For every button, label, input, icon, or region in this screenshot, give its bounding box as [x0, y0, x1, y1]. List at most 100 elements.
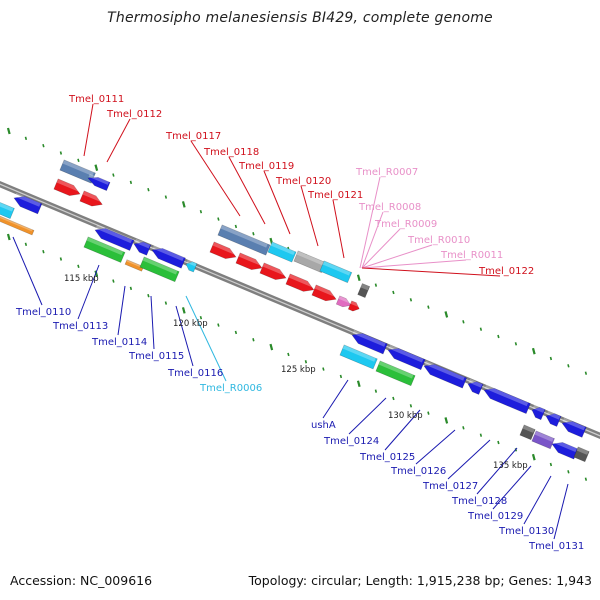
feature-tmel-0114	[133, 238, 152, 256]
tick-inner	[269, 343, 274, 351]
tick-inner	[479, 433, 483, 437]
gene-label-tmel-r0009[interactable]: Tmel_R0009	[374, 219, 437, 230]
scale-label-130: 130 kbp	[388, 411, 423, 421]
gene-label-tmel-r0011[interactable]: Tmel_R0011	[440, 250, 503, 261]
gene-label-tmel-0110[interactable]: Tmel_0110	[15, 307, 71, 318]
gene-label-tmel-0131[interactable]: Tmel_0131	[528, 541, 584, 552]
tick-inner	[462, 426, 465, 430]
tick-inner	[567, 470, 570, 474]
connector-tmel-0115	[150, 295, 155, 350]
tick-outer	[6, 127, 11, 135]
gene-label-tmel-r0007[interactable]: Tmel_R0007	[355, 167, 418, 178]
connector-tmel-0126	[415, 429, 456, 465]
feature-tmel-r0006	[185, 259, 198, 273]
feature-green-2	[139, 256, 180, 283]
connector-tmel-0118	[228, 156, 266, 225]
gene-label-tmel-r0008[interactable]: Tmel_R0008	[358, 202, 421, 213]
tick-outer	[112, 173, 115, 177]
feature-tmel-0129	[545, 410, 562, 427]
tick-inner	[549, 462, 553, 467]
gene-label-usha[interactable]: ushA	[311, 420, 336, 431]
tick-outer	[77, 158, 80, 163]
tick-inner	[112, 279, 115, 283]
feature-usha	[351, 329, 388, 355]
tick-outer	[462, 320, 465, 324]
tick-inner	[6, 233, 11, 241]
gene-label-tmel-0118[interactable]: Tmel_0118	[203, 147, 259, 158]
gene-labels-top: Tmel_0111 Tmel_0112 Tmel_0117 Tmel_0118 …	[68, 94, 534, 277]
gene-label-tmel-0112[interactable]: Tmel_0112	[106, 109, 162, 120]
gene-label-tmel-0119[interactable]: Tmel_0119	[238, 161, 294, 172]
tick-inner	[129, 286, 133, 291]
gene-label-tmel-0115[interactable]: Tmel_0115	[128, 351, 184, 362]
connector-tmel-0122	[361, 267, 501, 277]
gene-label-tmel-0120[interactable]: Tmel_0120	[275, 176, 331, 187]
feature-tmel-0120	[319, 260, 353, 284]
tick-inner	[427, 411, 430, 415]
tick-outer	[531, 347, 536, 355]
gene-label-tmel-r0006[interactable]: Tmel_R0006	[199, 383, 262, 394]
feature-tmel-0130	[561, 417, 587, 438]
feature-tmel-0112-rev	[87, 173, 111, 192]
feature-tmel-0118-fwd	[235, 252, 263, 270]
gene-label-tmel-0127[interactable]: Tmel_0127	[422, 481, 478, 492]
feature-green-3	[375, 360, 416, 387]
map-title: Thermosipho melanesiensis BI429, complet…	[107, 10, 493, 26]
feature-tmel-0115	[151, 244, 186, 269]
tick-outer	[409, 298, 413, 302]
gene-label-tmel-0122[interactable]: Tmel_0122	[478, 266, 534, 277]
gene-label-tmel-0111[interactable]: Tmel_0111	[68, 94, 124, 105]
gene-label-tmel-0126[interactable]: Tmel_0126	[390, 466, 446, 477]
connector-tmel-0111	[83, 103, 94, 157]
gene-label-tmel-0113[interactable]: Tmel_0113	[52, 321, 108, 332]
tick-outer	[549, 356, 553, 361]
gene-label-tmel-0121[interactable]: Tmel_0121	[307, 190, 363, 201]
connector-tmel-0117	[190, 140, 241, 217]
gene-label-tmel-0130[interactable]: Tmel_0130	[498, 526, 554, 537]
tick-outer	[181, 201, 186, 208]
gene-label-tmel-0124[interactable]: Tmel_0124	[323, 436, 379, 447]
connector-tmel-0131	[553, 483, 569, 540]
connector-tmel-r0011	[361, 259, 467, 269]
connector-tmel-0112	[106, 118, 131, 163]
connector-tmel-r0007	[359, 176, 381, 269]
feature-gray-lower	[519, 424, 536, 441]
tick-inner	[356, 380, 361, 388]
tick-inner	[531, 453, 536, 461]
gene-label-tmel-0117[interactable]: Tmel_0117	[165, 131, 221, 142]
connector-tmel-r0009	[361, 228, 401, 269]
connector-tmel-0130	[523, 475, 552, 525]
gene-label-tmel-0114[interactable]: Tmel_0114	[91, 337, 147, 348]
tick-inner	[392, 396, 395, 401]
tick-inner	[339, 374, 343, 379]
tick-inner	[497, 440, 500, 445]
connector-tmel-0125	[384, 409, 421, 451]
feature-tmel-0111	[59, 159, 96, 184]
connector-tmel-0113	[77, 264, 100, 320]
gene-label-tmel-0128[interactable]: Tmel_0128	[451, 496, 507, 507]
tick-outer	[374, 283, 378, 287]
tick-outer	[392, 290, 395, 295]
tick-outer	[444, 311, 449, 318]
feature-orange-1	[124, 259, 144, 272]
gene-label-tmel-r0010[interactable]: Tmel_R0010	[407, 235, 470, 246]
tick-outer	[479, 327, 483, 331]
connector-tmel-r0010	[361, 244, 433, 269]
gene-label-tmel-0125[interactable]: Tmel_0125	[359, 452, 415, 463]
feature-tmel-0120-fwd	[285, 273, 315, 292]
gene-label-tmel-0129[interactable]: Tmel_0129	[467, 511, 523, 522]
connector-tmel-0124	[348, 397, 387, 435]
connector-tmel-0129	[492, 465, 532, 510]
connector-tmel-0119	[263, 170, 291, 235]
gene-label-tmel-0116[interactable]: Tmel_0116	[167, 368, 223, 379]
tick-inner	[444, 417, 449, 424]
feature-green-1	[83, 236, 126, 263]
connector-tmel-0114	[117, 285, 126, 336]
tick-inner	[42, 249, 45, 254]
tick-outer	[356, 274, 361, 282]
tick-outer	[497, 334, 500, 339]
connector-usha	[322, 379, 349, 419]
tick-outer	[94, 164, 99, 171]
feature-gray-end	[573, 446, 590, 463]
